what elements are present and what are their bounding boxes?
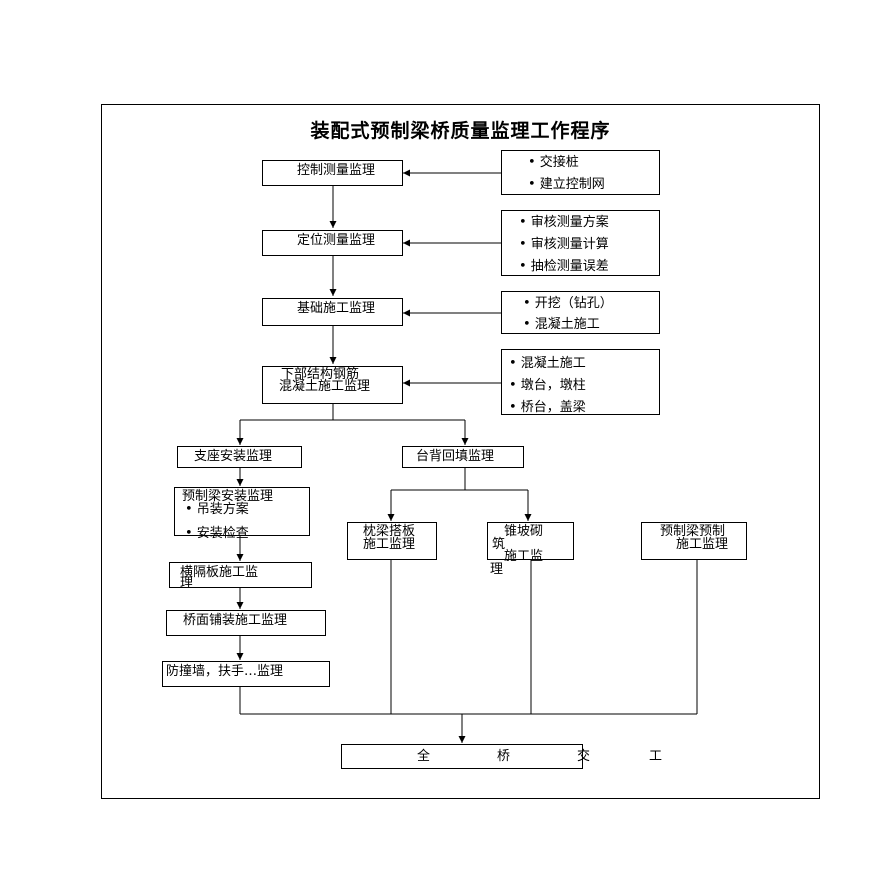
note-item: • 审核测量方案 [519,215,609,230]
diagram-frame [101,104,820,799]
diagram-title: 装配式预制梁桥质量监理工作程序 [310,120,611,142]
precast-beam-label-1: 预制梁预制 [660,524,726,539]
bearing-install-box: 支座安装监理 [177,446,302,468]
beam-install-item: • 吊装方案 [185,502,249,517]
diaphragm-box: 横隔板施工监 理 [169,562,312,591]
completion-char: 工 [649,749,663,764]
foundation-box: 基础施工监理 [262,298,403,326]
sleeper-slab-label-1: 枕梁搭板 [363,524,416,539]
completion-char: 交 [577,749,591,764]
diaphragm-label-2: 理 [180,576,194,591]
barrier-box: 防撞墙，扶手…监理 [162,661,330,687]
substructure-notes: • 混凝土施工 • 墩台，墩柱 • 桥台，盖梁 [501,349,660,415]
precast-beam-box: 预制梁预制 施工监理 [641,522,747,560]
bridge-completion-box: 全 桥 交 工 [341,744,662,769]
slope-masonry-label-2: 筑 [492,537,506,552]
sleeper-slab-label-2: 施工监理 [363,537,416,552]
completion-char: 全 [417,749,431,764]
deck-paving-box: 桥面铺装施工监理 [166,610,326,636]
note-item: • 墩台，墩柱 [509,378,586,393]
note-item: • 开挖（钻孔） [523,296,613,311]
beam-install-label: 预制梁安装监理 [182,489,274,504]
slope-masonry-box: 锥坡砌 筑 施工监 理 [487,522,574,577]
control-survey-notes: • 交接桩 • 建立控制网 [501,150,660,195]
beam-install-box: 预制梁安装监理 • 吊装方案 • 安装检查 [174,487,310,541]
note-item: • 混凝土施工 [523,317,600,332]
foundation-notes: • 开挖（钻孔） • 混凝土施工 [501,291,660,334]
foundation-label: 基础施工监理 [297,301,376,316]
note-item: • 抽检测量误差 [519,259,609,274]
barrier-label: 防撞墙，扶手…监理 [166,664,284,679]
note-item: • 交接桩 [528,155,579,170]
backfill-label: 台背回填监理 [416,449,495,464]
slope-masonry-label-3: 施工监 [504,549,544,564]
substructure-label-1: 下部结构钢筋 [281,367,360,382]
positioning-survey-box: 定位测量监理 [262,230,403,256]
sleeper-slab-box: 枕梁搭板 施工监理 [347,522,437,560]
precast-beam-label-2: 施工监理 [676,537,729,552]
deck-paving-label: 桥面铺装施工监理 [183,613,288,628]
positioning-survey-notes: • 审核测量方案 • 审核测量计算 • 抽检测量误差 [501,210,660,276]
beam-install-item: • 安装检查 [185,526,249,541]
substructure-box: 下部结构钢筋 混凝土施工监理 [262,366,403,404]
control-survey-box: 控制测量监理 [262,160,403,186]
positioning-survey-label: 定位测量监理 [297,233,376,248]
note-item: • 审核测量计算 [519,237,609,252]
note-item: • 建立控制网 [528,177,605,192]
backfill-box: 台背回填监理 [402,446,524,468]
slope-masonry-label-1: 锥坡砌 [504,524,544,539]
completion-char: 桥 [497,749,511,764]
substructure-label-2: 混凝土施工监理 [279,379,371,394]
slope-masonry-label-4: 理 [490,562,504,577]
note-item: • 混凝土施工 [509,356,586,371]
bearing-install-label: 支座安装监理 [194,449,273,464]
control-survey-label: 控制测量监理 [297,163,376,178]
note-item: • 桥台，盖梁 [509,400,586,415]
diaphragm-label-1: 横隔板施工监 [180,565,259,580]
